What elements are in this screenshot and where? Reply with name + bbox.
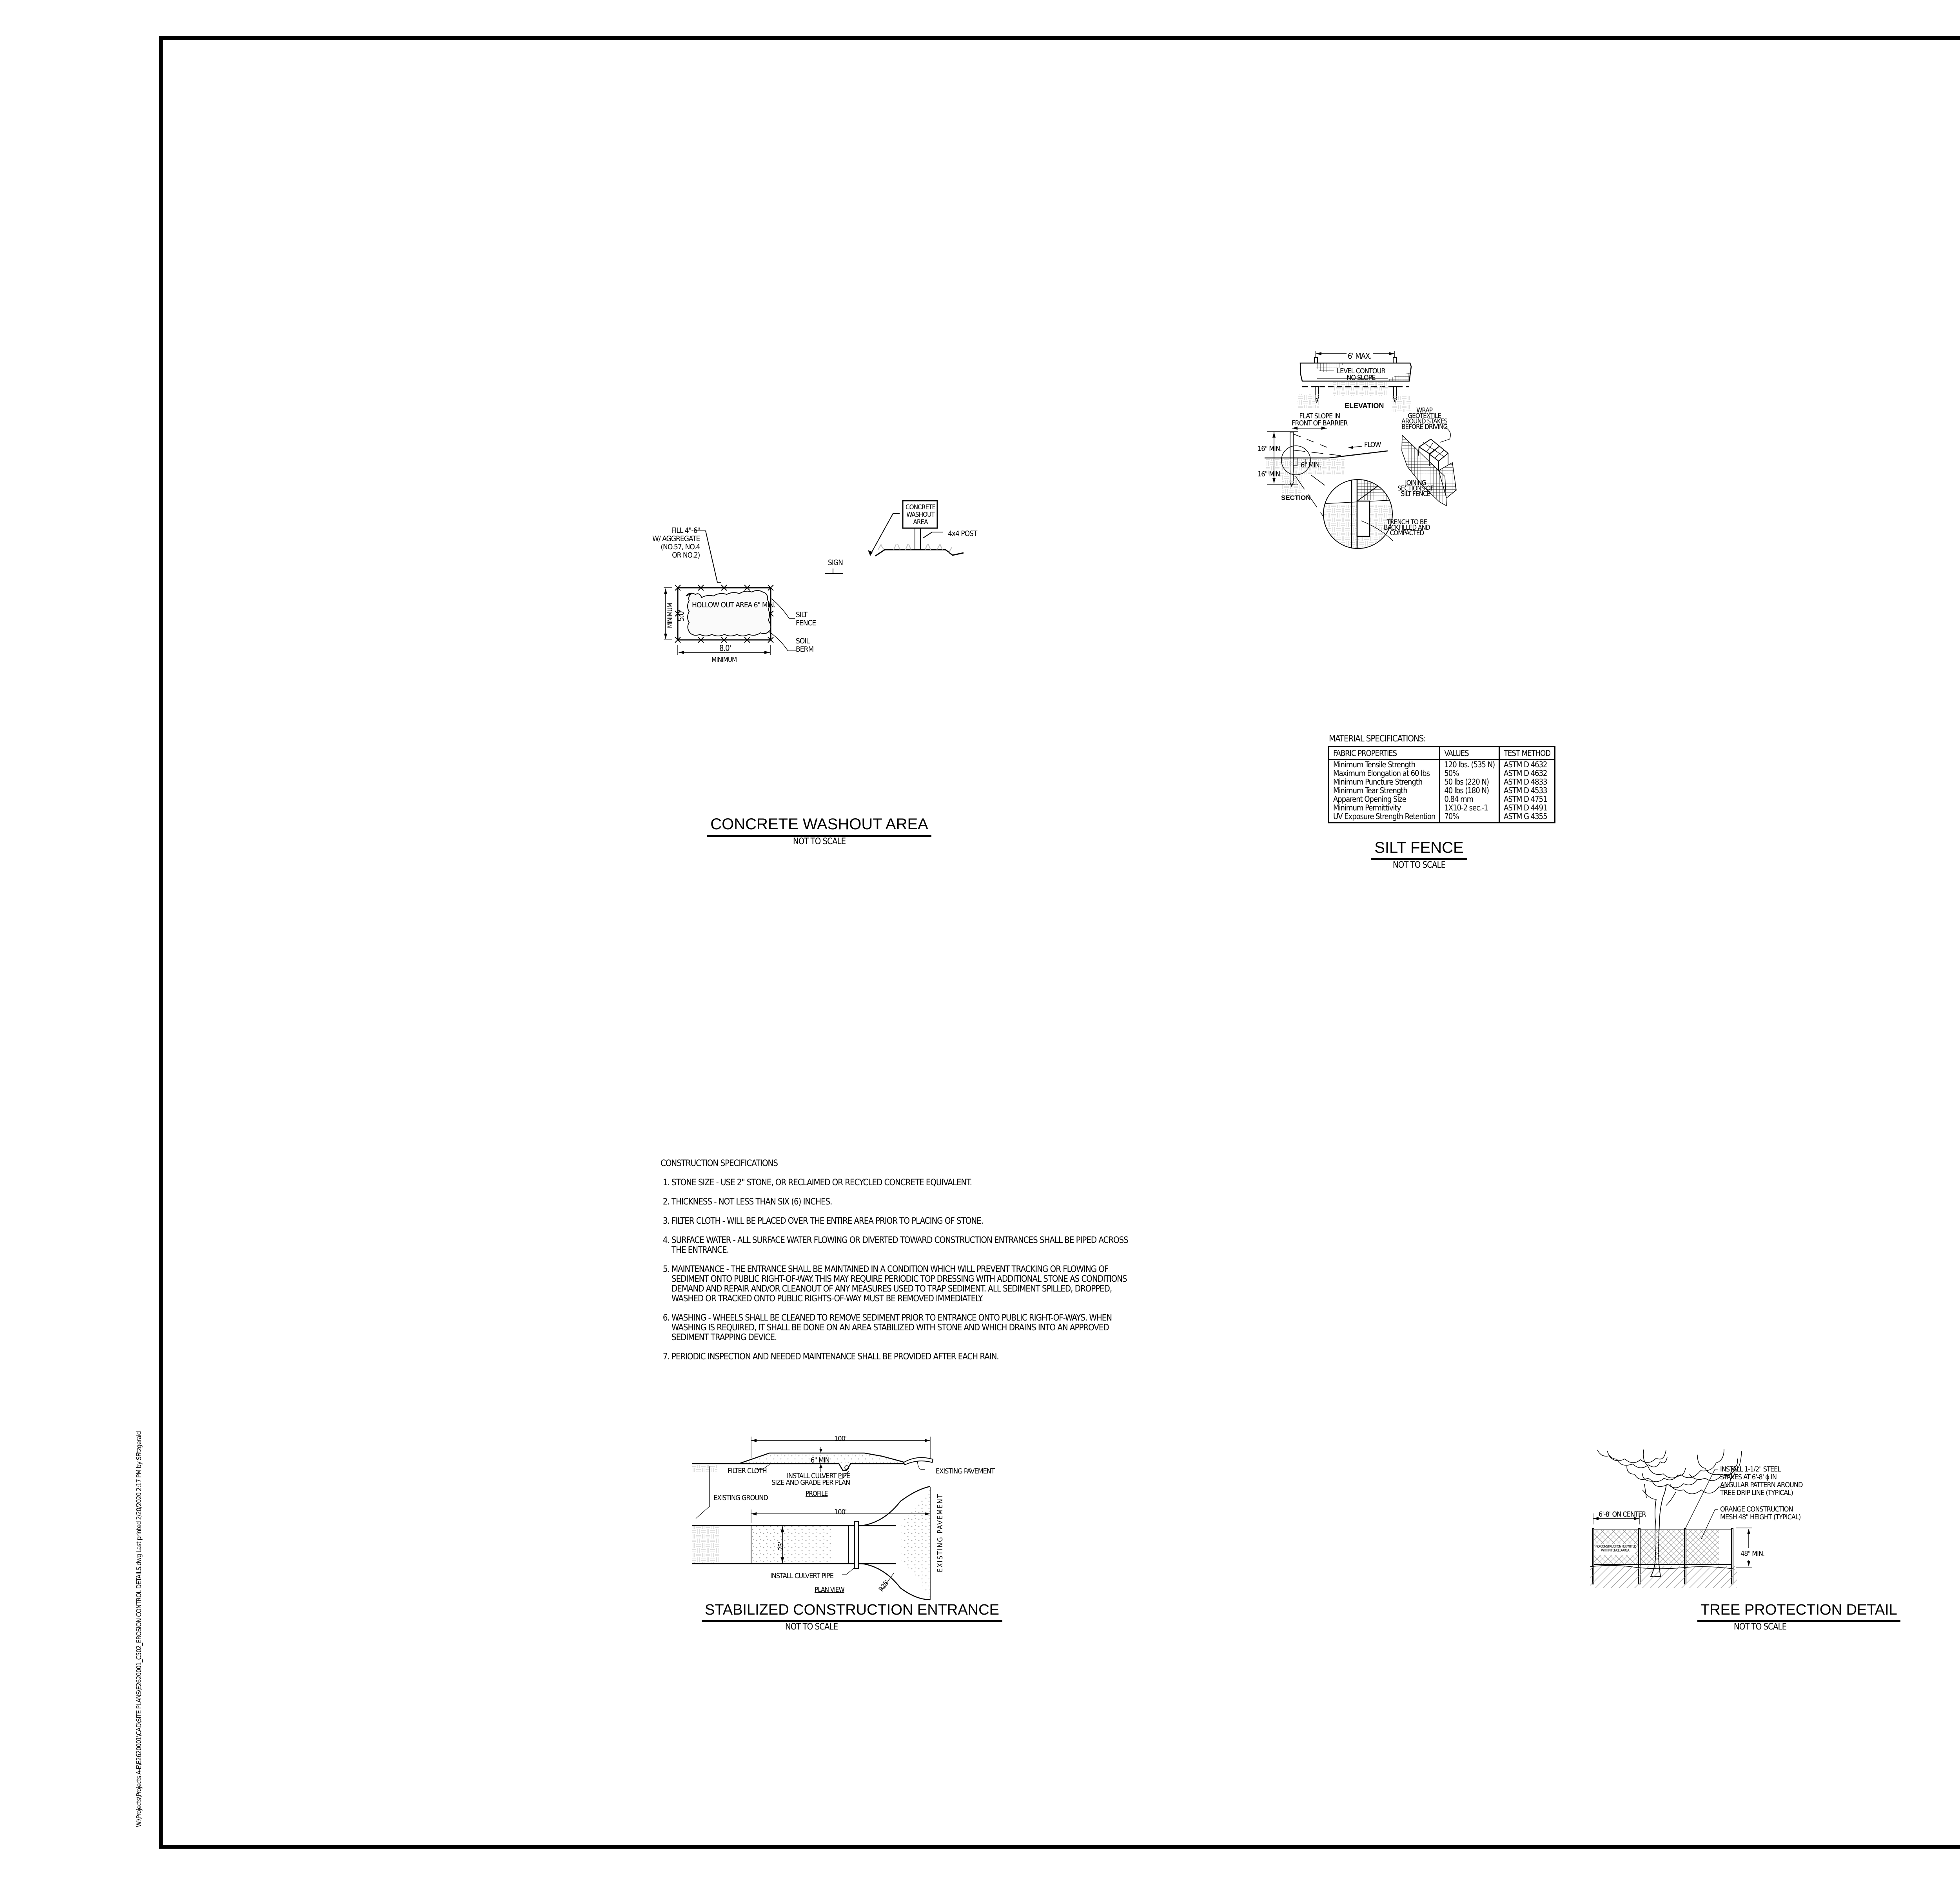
col-fabric-properties: FABRIC PROPERTIES [1328, 746, 1441, 760]
spec-item: SURFACE WATER - ALL SURFACE WATER FLOWIN… [671, 1235, 1139, 1255]
cell: ASTM D 4533 [1499, 786, 1556, 795]
width-dim: 8.0' [719, 643, 731, 653]
below-min-label: 16" MIN. [1258, 470, 1282, 478]
cell: 40 lbs (180 N) [1439, 786, 1500, 795]
fill-note: FILL 4"-6" W/ AGGREGATE (NO.57, NO.4 OR … [652, 526, 700, 560]
wrap-label: WRAP GEOTEXTILE AROUND STAKES BEFORE DRI… [1401, 407, 1448, 431]
cell: ASTM D 4751 [1499, 795, 1556, 803]
flow-label: FLOW [1364, 441, 1381, 449]
spec-item: MAINTENANCE - THE ENTRANCE SHALL BE MAIN… [671, 1264, 1139, 1304]
specs-heading: CONSTRUCTION SPECIFICATIONS [661, 1159, 778, 1168]
flat-slope-label: FLAT SLOPE IN FRONT OF BARRIER [1292, 412, 1348, 427]
cell: Minimum Tear Strength [1328, 786, 1441, 795]
material-specs-table: FABRIC PROPERTIES VALUES TEST METHOD Min… [1328, 746, 1556, 823]
soil-berm-label: SOIL BERM [796, 637, 814, 654]
table-header-row: FABRIC PROPERTIES VALUES TEST METHOD [1328, 746, 1556, 760]
concrete-washout-title: CONCRETE WASHOUT AREA [707, 816, 931, 837]
specs-list: STONE SIZE - USE 2" STONE, OR RECLAIMED … [661, 1178, 1139, 1362]
culvert-plan-label: INSTALL CULVERT PIPE [770, 1572, 834, 1580]
construction-entrance-title: STABILIZED CONSTRUCTION ENTRANCE [702, 1602, 1002, 1622]
sheet-border [159, 36, 1960, 1849]
existing-ground-label: EXISTING GROUND [713, 1494, 768, 1502]
max-spacing-label: 6' MAX. [1347, 350, 1373, 362]
profile-label: PROFILE [806, 1490, 828, 1498]
cell: 50 lbs (220 N) [1439, 778, 1500, 786]
sign-text: CONCRETE WASHOUT AREA [906, 503, 936, 526]
stakes-label: INSTALL 1-1/2" STEEL STAKES AT 6'-8' ϕ I… [1720, 1465, 1803, 1497]
plan-length: 100' [834, 1508, 847, 1516]
col-test-method: TEST METHOD [1499, 746, 1556, 760]
construction-specifications: CONSTRUCTION SPECIFICATIONS STONE SIZE -… [661, 1159, 1139, 1372]
cell: 1X10-2 sec.-1 [1439, 803, 1500, 812]
post-label: 4x4 POST [948, 529, 977, 538]
cell: UV Exposure Strength Retention [1328, 812, 1441, 823]
above-min-label: 16" MIN. [1258, 445, 1282, 453]
cell: ASTM D 4833 [1499, 778, 1556, 786]
mesh-label: ORANGE CONSTRUCTION MESH 48" HEIGHT (TYP… [1720, 1505, 1801, 1521]
existing-pavement-plan-label: EXISTING PAVEMENT [936, 1493, 944, 1572]
cell: ASTM D 4632 [1499, 769, 1556, 778]
trench-min-label: 6" MIN. [1301, 461, 1321, 469]
cell: ASTM D 4632 [1499, 759, 1556, 769]
no-construction-sign: NO CONSTRUCTION PERMITTED WITHIN FENCED … [1595, 1545, 1637, 1553]
height-min: MINIMUM [666, 603, 674, 628]
spec-item: PERIODIC INSPECTION AND NEEDED MAINTENAN… [671, 1352, 1139, 1362]
silt-fence-scale: NOT TO SCALE [1392, 860, 1446, 870]
cell: Apparent Opening Size [1328, 795, 1441, 803]
section-label: SECTION [1281, 494, 1311, 501]
silt-fence-label: SILT FENCE [796, 610, 816, 627]
construction-entrance-caption: STABILIZED CONSTRUCTION ENTRANCE NOT TO … [702, 1602, 1002, 1632]
filter-cloth-label: FILTER CLOTH [728, 1467, 767, 1475]
cell: 0.84 mm [1439, 795, 1500, 803]
cell: 70% [1439, 812, 1500, 823]
cell: Minimum Tensile Strength [1328, 759, 1441, 769]
joining-label: JOINING SECTIONS OF SILT FENCE [1397, 479, 1434, 498]
material-specs-heading: MATERIAL SPECIFICATIONS: [1329, 734, 1426, 744]
plot-stamp: W:\Projects\Projects A-E\E2620001\CAD\SI… [135, 1431, 143, 1827]
plan-view-label: PLAN VIEW [815, 1586, 845, 1594]
cell: 50% [1439, 769, 1500, 778]
existing-pavement-profile-label: EXISTING PAVEMENT [936, 1467, 995, 1475]
silt-fence-title: SILT FENCE [1371, 839, 1467, 860]
tree-protection-scale: NOT TO SCALE [1733, 1622, 1787, 1632]
hollow-label: HOLLOW OUT AREA 6" MIN. [692, 601, 776, 609]
spec-item: FILTER CLOTH - WILL BE PLACED OVER THE E… [671, 1216, 1139, 1226]
height-label: 48" MIN. [1740, 1548, 1765, 1560]
six-min-label: 6" MIN [811, 1456, 830, 1464]
trench-label: TRENCH TO BE BACKFILLED AND COMPACTED [1384, 518, 1430, 537]
sign-label: SIGN [828, 558, 843, 567]
spacing-label: 6'-8' ON CENTER [1599, 1510, 1646, 1519]
culvert-profile-label: INSTALL CULVERT PIPE SIZE AND GRADE PER … [771, 1472, 850, 1487]
width-min: MINIMUM [711, 656, 737, 664]
tree-protection-caption: TREE PROTECTION DETAIL NOT TO SCALE [1697, 1602, 1900, 1632]
spec-item: WASHING - WHEELS SHALL BE CLEANED TO REM… [671, 1313, 1139, 1342]
cell: Minimum Puncture Strength [1328, 778, 1441, 786]
tree-protection-title: TREE PROTECTION DETAIL [1697, 1602, 1900, 1622]
construction-entrance-scale: NOT TO SCALE [785, 1622, 838, 1632]
profile-length: 100' [834, 1435, 847, 1443]
concrete-washout-scale: NOT TO SCALE [793, 837, 846, 847]
width-label: 25' [777, 1542, 785, 1551]
elevation-label: ELEVATION [1345, 402, 1384, 410]
spec-item: THICKNESS - NOT LESS THAN SIX (6) INCHES… [671, 1197, 1139, 1207]
spec-item: STONE SIZE - USE 2" STONE, OR RECLAIMED … [671, 1178, 1139, 1188]
cell: Maximum Elongation at 60 lbs [1328, 769, 1441, 778]
cell: ASTM D 4491 [1499, 803, 1556, 812]
cell: 120 lbs. (535 N) [1439, 759, 1500, 769]
concrete-washout-caption: CONCRETE WASHOUT AREA NOT TO SCALE [643, 816, 996, 847]
cell: ASTM G 4355 [1499, 812, 1556, 823]
level-contour-label: LEVEL CONTOUR NO SLOPE [1337, 367, 1386, 382]
silt-fence-caption: SILT FENCE NOT TO SCALE [1364, 839, 1474, 870]
cell: Minimum Permittivity [1328, 803, 1441, 812]
col-values: VALUES [1439, 746, 1500, 760]
